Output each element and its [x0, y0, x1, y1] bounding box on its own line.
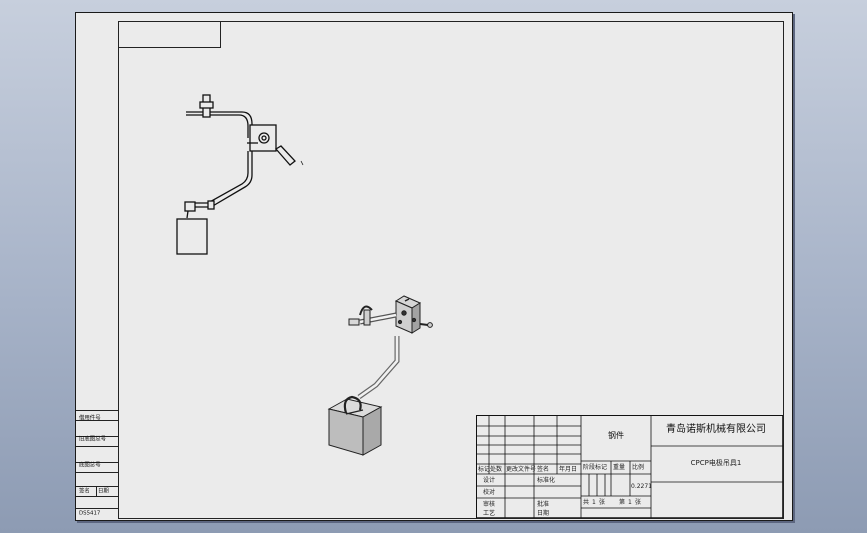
sheet-code: DS5417: [79, 510, 101, 517]
change-label: 标记: [478, 466, 491, 473]
change-label: 处数: [490, 466, 503, 473]
iso-block-front: [328, 408, 364, 456]
sheet-label: 张: [635, 499, 642, 506]
sign-label: 审核: [483, 501, 496, 508]
register-row: 旧底图总号: [76, 436, 118, 442]
register-row: 底图总号: [76, 462, 118, 468]
sign-label: 工艺: [483, 510, 496, 517]
register-row: 借用件号: [76, 410, 118, 437]
change-label: 签名: [537, 466, 550, 473]
drawing-canvas: [176, 94, 433, 456]
register-divider: [76, 446, 118, 447]
register-label: 借用件号: [79, 414, 101, 422]
register-divider: [76, 420, 118, 421]
register-label: 底图总号: [79, 461, 101, 469]
iso-top-ring: [359, 305, 373, 316]
register-divider: [76, 472, 118, 473]
sign-label: 日期: [537, 510, 550, 517]
register-label: 签名: [79, 487, 90, 495]
clamp-block: [249, 124, 277, 152]
iso-handle: [419, 323, 429, 326]
register-divider: [96, 486, 97, 496]
electrode-head: [184, 201, 196, 212]
material-label: 钢件: [608, 431, 624, 440]
register-divider: [76, 496, 118, 497]
sign-label: 标准化: [537, 477, 556, 484]
register-row: DS5417: [76, 508, 118, 516]
left-register-panel: 借用件号 旧底图总号 底图总号 签名 日期 DS5417: [76, 410, 118, 520]
change-label: 更改文件号: [506, 466, 537, 473]
sheet-label: 第: [619, 499, 626, 506]
top-code-box: [118, 21, 221, 48]
title-block: 青岛诺斯机械有限公司 钢件 CPCP电极吊具1 标记 处数 更改文件号 签名 年…: [476, 415, 783, 518]
handle-arm: [274, 145, 296, 166]
sheet-total: 1: [592, 499, 596, 506]
iso-clamp-side: [411, 302, 421, 334]
sign-label: 批准: [537, 501, 550, 508]
isometric-view: [327, 295, 433, 456]
electrode-block: [176, 218, 208, 255]
title-block-grid: [477, 416, 783, 518]
drawing-name: CPCP电极吊具1: [690, 459, 742, 467]
iso-block-side: [362, 406, 382, 456]
iso-hook: [343, 395, 362, 414]
company-name: 青岛诺斯机械有限公司: [666, 424, 766, 435]
drawing-border: [118, 21, 784, 519]
register-row: 签名 日期: [76, 486, 118, 494]
stage-label: 重量: [613, 464, 626, 471]
sheet-label: 共: [583, 499, 590, 506]
stage-label: 阶段标记: [583, 464, 608, 471]
scale-value: 0.2271: [631, 483, 652, 490]
stage-label: 比例: [632, 464, 645, 471]
sign-label: 设计: [483, 477, 496, 484]
front-pipe: [192, 151, 253, 208]
front-view: [176, 94, 304, 255]
change-label: 年月日: [559, 466, 578, 473]
register-label: 日期: [98, 487, 109, 495]
sheet-index: 1: [628, 499, 632, 506]
sign-label: 校对: [483, 489, 496, 496]
drawing-sheet: 借用件号 旧底图总号 底图总号 签名 日期 DS5417: [75, 12, 793, 521]
register-label: 旧底图总号: [79, 435, 107, 443]
sheet-label: 张: [599, 499, 606, 506]
hook-top-bar: [186, 111, 253, 138]
